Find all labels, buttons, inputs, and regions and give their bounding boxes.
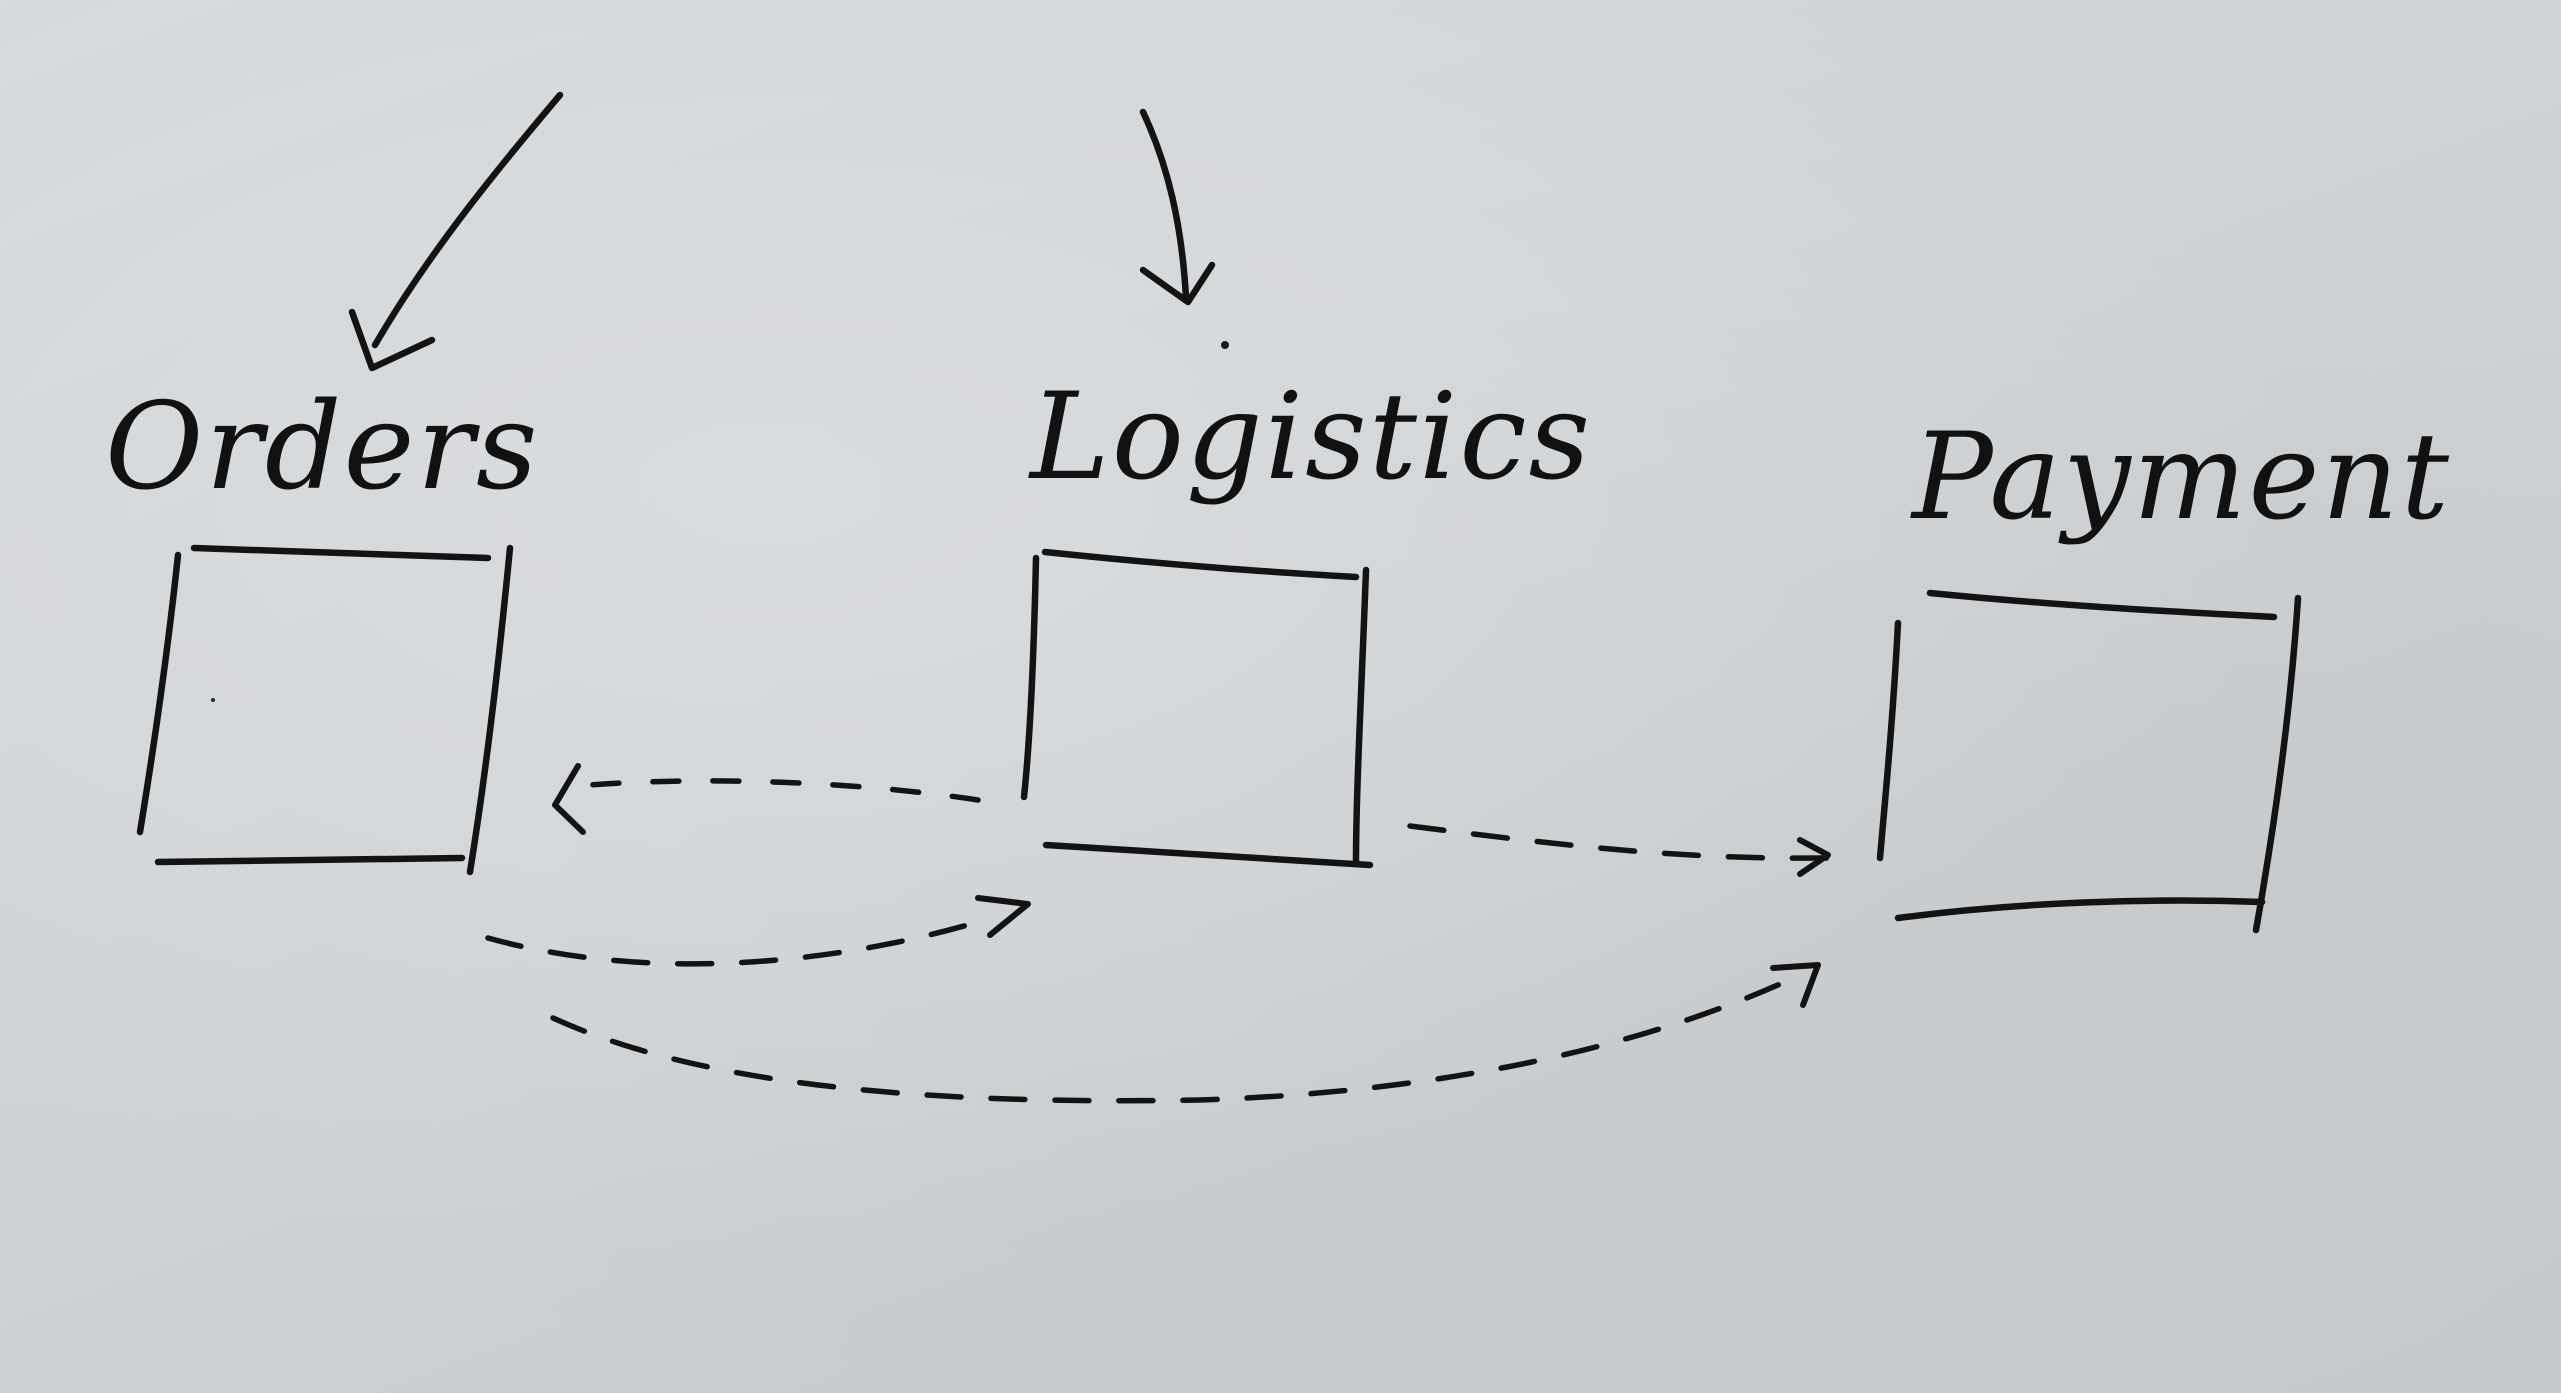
- node-label-logistics: Logistics: [1028, 368, 1592, 507]
- edge-orders-to-logistics: [485, 895, 1031, 967]
- edge-logistics-to-payment: [1407, 823, 1833, 877]
- edge-logistics-to-orders: [552, 763, 981, 835]
- input-arrow-orders: [348, 91, 564, 372]
- pen-dot: [211, 698, 215, 702]
- node-box-payment: [1876, 589, 2302, 934]
- input-arrow-logistics: [1139, 108, 1216, 306]
- node-box-logistics: [1020, 548, 1374, 869]
- node-label-payment: Payment: [1910, 408, 2451, 547]
- node-label-orders: Orders: [105, 378, 540, 517]
- pen-dot: [1221, 341, 1229, 349]
- edge-orders-to-payment: [550, 962, 1821, 1104]
- node-box-orders: [136, 544, 514, 876]
